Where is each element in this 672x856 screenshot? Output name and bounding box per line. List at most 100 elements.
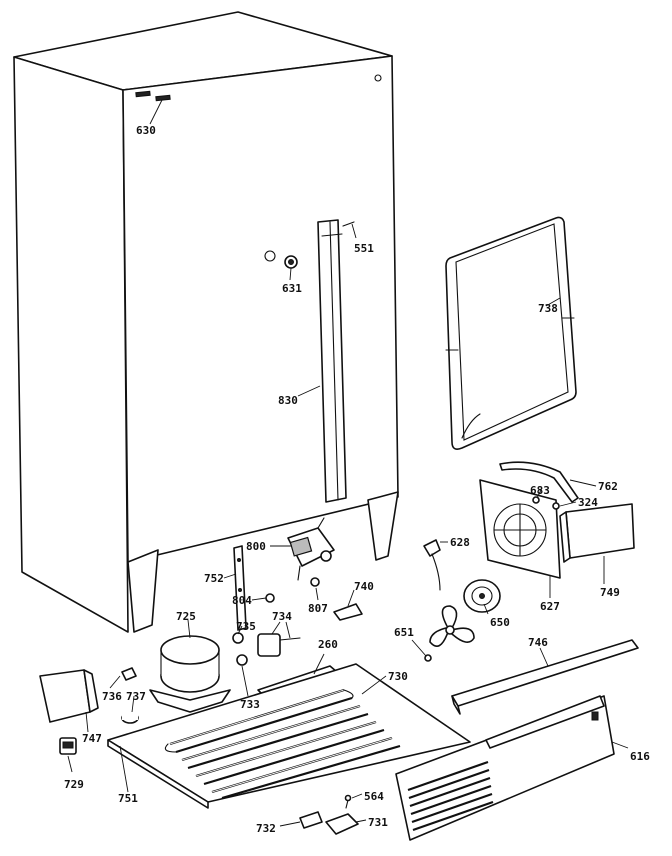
cabinet-plug-slot [135,90,151,98]
water-valve [287,517,335,581]
screw-683 [532,496,540,504]
compressor-shell-top [160,635,220,665]
callout-729: 729 [64,778,84,791]
fan-motor-shaft [479,593,485,599]
callout-551: 551 [354,242,374,255]
screw-564 [345,799,349,809]
cabinet-right-leg [367,491,399,561]
overload-protector-face [62,741,74,749]
bracket-hole-2 [238,588,242,592]
callout-631: 631 [282,282,302,295]
cabinet-side-panel [13,56,129,633]
callout-650: 650 [490,616,510,629]
cabinet-front-panel [122,55,399,563]
gasket-hose-end [461,413,481,439]
tube-clip [333,603,363,621]
valve-inlet-tube [297,565,301,581]
callout-800: 800 [246,540,266,553]
callout-732: 732 [256,822,276,835]
compressor [149,635,231,713]
callout-830: 830 [278,394,298,407]
cabinet-plug-slot-2 [155,94,171,102]
door-gasket [445,216,577,450]
callout-683: 683 [530,484,550,497]
callout-731: 731 [368,816,388,829]
callout-730: 730 [388,670,408,683]
nut-804 [265,593,275,603]
valve-bracket [317,517,325,529]
callout-628: 628 [450,536,470,549]
nut-651 [424,654,432,662]
condenser-base [107,663,471,809]
thermistor-lead [431,553,441,591]
valve-coil [289,536,313,557]
callout-260: 260 [318,638,338,651]
fan-motor-ring [471,586,493,606]
callout-735: 735 [236,620,256,633]
washer-807 [310,577,320,587]
drain-trough [317,219,347,503]
screw-324 [552,502,560,510]
clip-731 [325,813,359,835]
callout-807: 807 [308,602,328,615]
drain-trough-inner [321,233,343,237]
gasket-loop-outer [445,216,577,450]
callout-737: 737 [126,690,146,703]
callout-762: 762 [598,480,618,493]
callout-747: 747 [82,732,102,745]
relay-734 [257,633,281,657]
callout-627: 627 [540,600,560,613]
front-grille-bar [451,639,639,707]
callout-616: 616 [630,750,650,763]
gasket-loop-inner [455,223,569,441]
fan-blade [429,605,475,648]
valve-port [320,550,332,562]
front-grille-bar-side [451,695,461,715]
leader-lines [67,99,629,827]
bracket-hole [237,558,241,562]
callout-749: 749 [600,586,620,599]
grommet-735 [232,632,244,644]
callout-751: 751 [118,792,138,805]
fan-grille-tube [499,461,579,503]
callout-740: 740 [354,580,374,593]
callout-725: 725 [176,610,196,623]
screw-564-head [344,794,352,802]
control-cover-side [559,511,571,563]
condenser-coil [164,688,401,800]
terminal-cover-side [83,669,99,713]
toe-grille [395,695,615,841]
compressor-base [149,689,231,713]
grommet-737-body [122,712,138,720]
cabinet-mounting-hole [264,250,276,262]
base-pan-edge [107,739,209,809]
grommet-center [288,259,294,265]
cabinet [13,11,399,633]
cabinet-left-leg [127,549,159,633]
clip-732 [299,811,323,829]
drain-trough-edge [329,221,339,501]
control-cover [565,503,635,559]
fan-shroud-assembly [479,479,561,579]
callout-651: 651 [394,626,414,639]
callout-752: 752 [204,572,224,585]
callout-736: 736 [102,690,122,703]
callout-746: 746 [528,636,548,649]
grommet-733 [236,654,248,666]
callout-564: 564 [364,790,384,803]
callout-733: 733 [240,698,260,711]
callout-738: 738 [538,302,558,315]
toe-grille-tab [591,711,599,721]
clip-736 [121,667,137,681]
screw-551 [342,221,355,227]
thermistor [423,539,441,557]
toe-grille-top [485,695,605,749]
terminal-cover [39,669,91,723]
callout-labels: 630 551 631 738 830 762 683 324 628 800 … [64,124,650,835]
cabinet-screw-hole [374,74,382,82]
callout-734: 734 [272,610,292,623]
relay-tab [279,637,301,641]
callout-324: 324 [578,496,598,509]
toe-grille-slots [407,760,494,832]
